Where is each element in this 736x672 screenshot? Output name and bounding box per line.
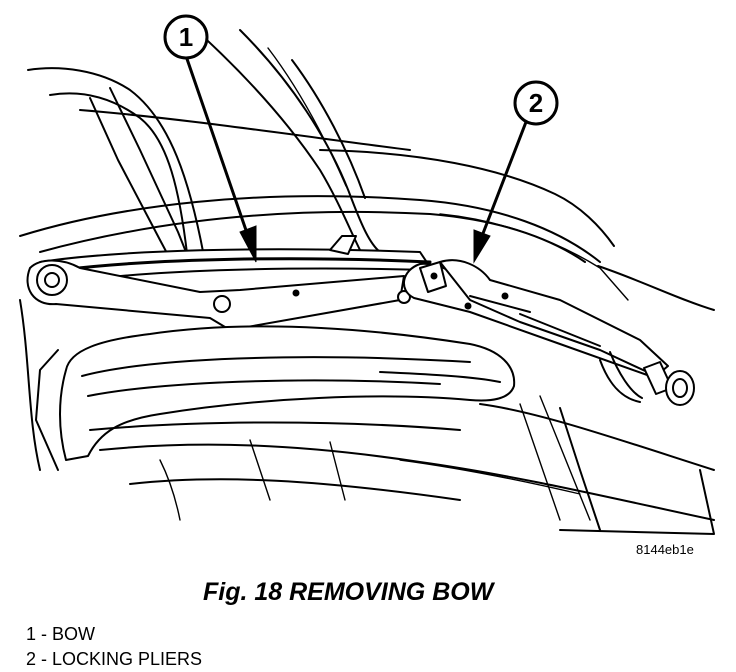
figure-caption: Fig. 18 REMOVING BOW bbox=[203, 578, 494, 606]
top-frame-upper bbox=[19, 109, 629, 301]
legend-item: 2LOCKING PLIERS bbox=[26, 647, 202, 672]
locking-pliers bbox=[403, 259, 695, 406]
image-code: 8144eb1e bbox=[636, 542, 694, 557]
legend-item-number: 2 bbox=[26, 649, 52, 669]
callout-1: 1 bbox=[163, 14, 209, 60]
legend-item: 1BOW bbox=[26, 622, 202, 647]
lower-frame bbox=[19, 265, 715, 535]
legend-item-label: BOW bbox=[52, 624, 96, 644]
removing-bow-illustration: 1 2 bbox=[19, 14, 715, 535]
callout-2-label: 2 bbox=[529, 88, 543, 118]
bow-uprights bbox=[27, 19, 381, 271]
callout-leaders bbox=[184, 54, 528, 264]
callout-2: 2 bbox=[513, 80, 559, 126]
legend: 1BOW 2LOCKING PLIERS bbox=[26, 622, 202, 672]
hinge-link bbox=[26, 259, 411, 331]
legend-item-label: LOCKING PLIERS bbox=[52, 649, 203, 669]
callout-1-label: 1 bbox=[179, 22, 193, 52]
legend-item-number: 1 bbox=[26, 624, 52, 644]
side-rail bbox=[35, 325, 516, 471]
